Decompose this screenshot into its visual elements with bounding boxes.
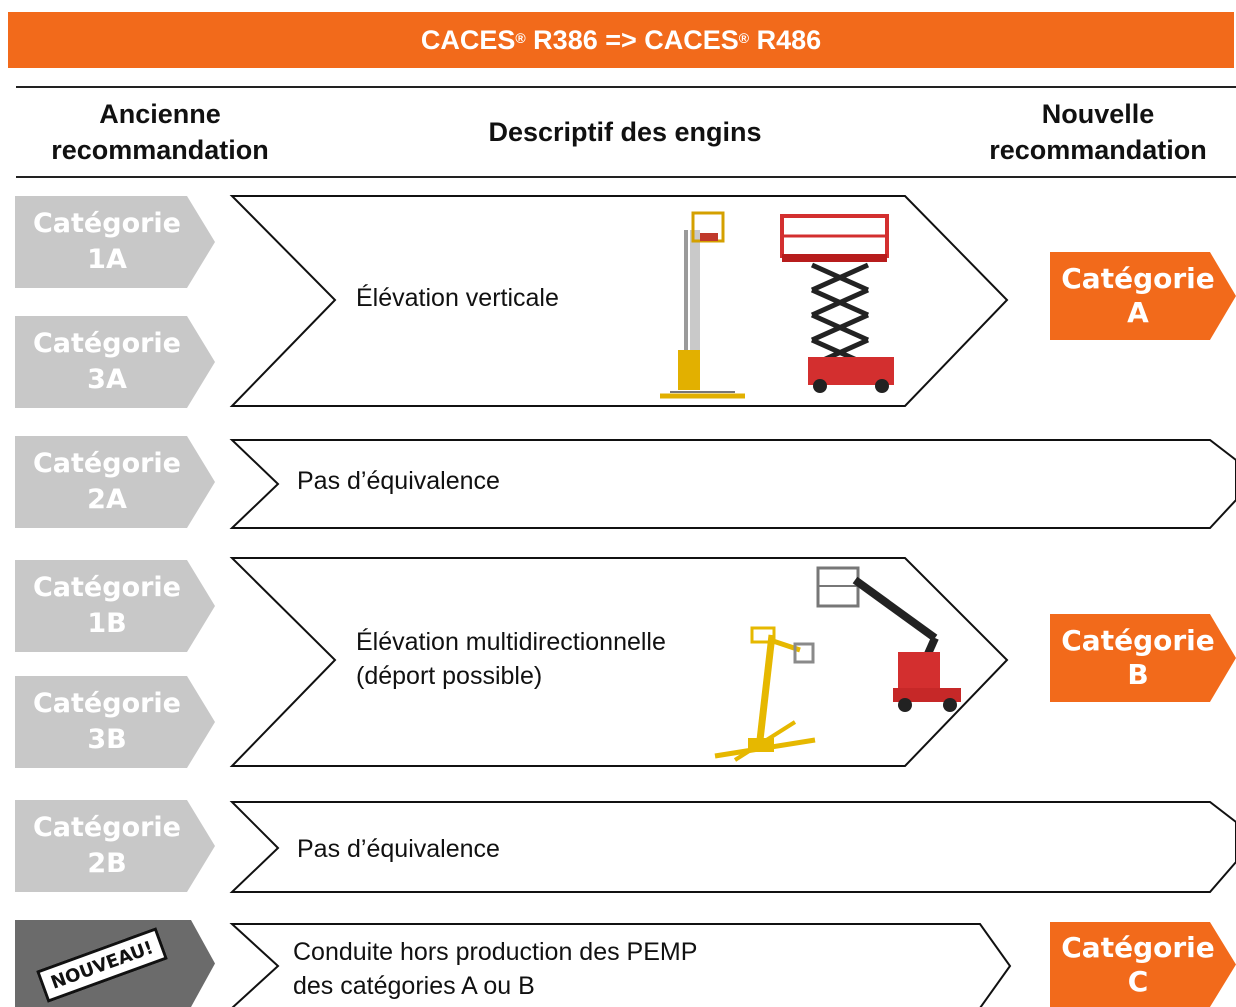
new-category-code: B: [1127, 658, 1149, 691]
new-category-label: Catégorie: [1061, 930, 1215, 964]
old-category-code: 3A: [87, 364, 127, 395]
telescopic-boom-lift-image: [714, 626, 816, 762]
arrow-multidirectional-elevation: [229, 557, 1009, 767]
arrow-conduite-hors-production: [229, 923, 1012, 1007]
old-category-code: 2A: [87, 484, 127, 515]
arrow-vertical-elevation: [229, 195, 1009, 407]
header-old-recommendation: Ancienne recommandation: [20, 96, 300, 168]
header-description: Descriptif des engins: [488, 117, 762, 147]
description-conduite-hors-production: Conduite hors production des PEMP des ca…: [293, 935, 697, 1003]
description-no-equivalence-2a: Pas d’équivalence: [297, 467, 500, 495]
arrow-no-equivalence-2b: [229, 801, 1236, 893]
articulated-boom-lift-image: [816, 566, 961, 712]
title-banner: CACES® R386 => CACES® R486: [8, 12, 1234, 68]
new-category-label: Catégorie: [1061, 624, 1215, 657]
old-category-label: Catégorie: [32, 688, 181, 719]
old-category-1b: Catégorie 1B: [15, 560, 215, 652]
new-category-code: C: [1127, 964, 1149, 998]
new-category-a: Catégorie A: [1050, 252, 1236, 340]
header-new-line1: Nouvelle: [1041, 99, 1155, 129]
old-category-label: Catégorie: [32, 572, 181, 603]
scissor-lift-image: [780, 214, 894, 393]
description-line: des catégories A ou B: [293, 972, 535, 1000]
description-line: Conduite hors production des PEMP: [293, 938, 698, 966]
title-middle: R386 => CACES: [525, 24, 739, 55]
header-bottom-rule: [16, 176, 1236, 178]
description-line: (déport possible): [356, 662, 543, 690]
old-category-2a: Catégorie 2A: [15, 436, 215, 528]
old-category-label: Catégorie: [32, 448, 181, 479]
old-category-code: 3B: [87, 724, 127, 755]
old-category-3b: Catégorie 3B: [15, 676, 215, 768]
old-category-label: Catégorie: [32, 812, 181, 843]
new-category-label: Catégorie: [1061, 262, 1215, 295]
new-category-code: A: [1127, 296, 1149, 329]
description-vertical-elevation: Élévation verticale: [356, 284, 559, 312]
old-category-3a: Catégorie 3A: [15, 316, 215, 408]
description-no-equivalence-2b: Pas d’équivalence: [297, 835, 500, 863]
title-left: CACES: [420, 24, 516, 55]
old-category-code: 2B: [87, 848, 127, 879]
old-category-code: 1A: [87, 244, 127, 275]
header-top-rule: [16, 86, 1236, 88]
old-category-label: Catégorie: [32, 328, 181, 359]
title-right-sup: ®: [738, 30, 750, 46]
description-multidirectional-elevation: Élévation multidirectionnelle (déport po…: [356, 625, 666, 693]
description-line: Élévation multidirectionnelle: [356, 628, 666, 656]
old-category-code: 1B: [87, 608, 127, 639]
old-category-label: Catégorie: [32, 208, 181, 239]
mast-lift-image: [660, 211, 745, 399]
new-category-c: Catégorie C: [1050, 922, 1236, 1007]
header-new-recommendation: Nouvelle recommandation: [960, 96, 1236, 168]
header-new-line2: recommandation: [989, 135, 1207, 165]
title-left-sup: ®: [515, 30, 526, 46]
header-old-line2: recommandation: [51, 135, 269, 165]
old-category-2b: Catégorie 2B: [15, 800, 215, 892]
arrow-no-equivalence-2a: [229, 439, 1236, 529]
new-category-b: Catégorie B: [1050, 614, 1236, 702]
old-category-1a: Catégorie 1A: [15, 196, 215, 288]
title-right: R486: [749, 24, 822, 55]
header-old-line1: Ancienne: [99, 99, 221, 129]
